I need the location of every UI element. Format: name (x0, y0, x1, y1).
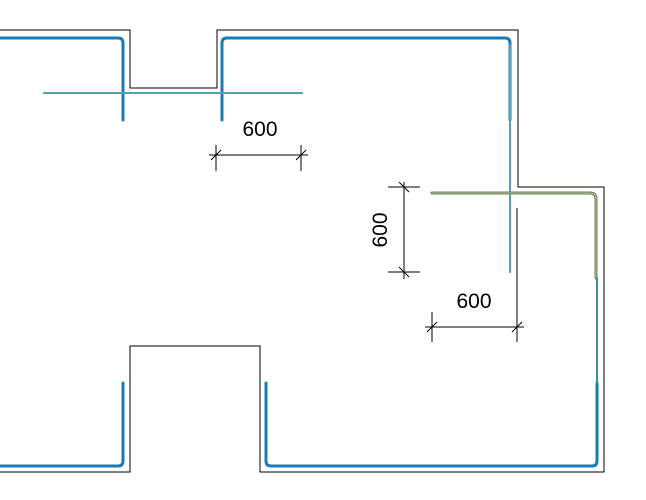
rebar-bottom-right (264, 381, 599, 468)
rebar-top-left (0, 36, 125, 122)
dimension-horizontal-label: 600 (456, 290, 491, 313)
dimension-right-vertical (388, 181, 420, 279)
dimension-vertical-tick-top (398, 181, 410, 193)
corner-bar-horizontal (430, 191, 598, 280)
rebar-top-right (220, 36, 512, 122)
dimension-horizontal-tick-right (511, 321, 523, 333)
dimension-horizontal-tick-left (426, 321, 438, 333)
dimension-top-tick-left (210, 149, 222, 161)
dimension-vertical-tick-bottom (398, 266, 410, 278)
dimension-right-horizontal (425, 208, 524, 342)
dimension-top-label: 600 (242, 118, 277, 141)
dimension-top (209, 145, 308, 171)
outline-top-left-segment (0, 29, 605, 473)
dimension-top-tick-right (295, 149, 307, 161)
dimension-vertical-label: 600 (369, 212, 392, 247)
corner-bar-horizontal-highlight (431, 192, 597, 279)
rebar-group (0, 36, 599, 468)
wall-outline (0, 29, 605, 473)
secondary-bars (43, 44, 598, 384)
rebar-bottom-left (0, 381, 125, 468)
